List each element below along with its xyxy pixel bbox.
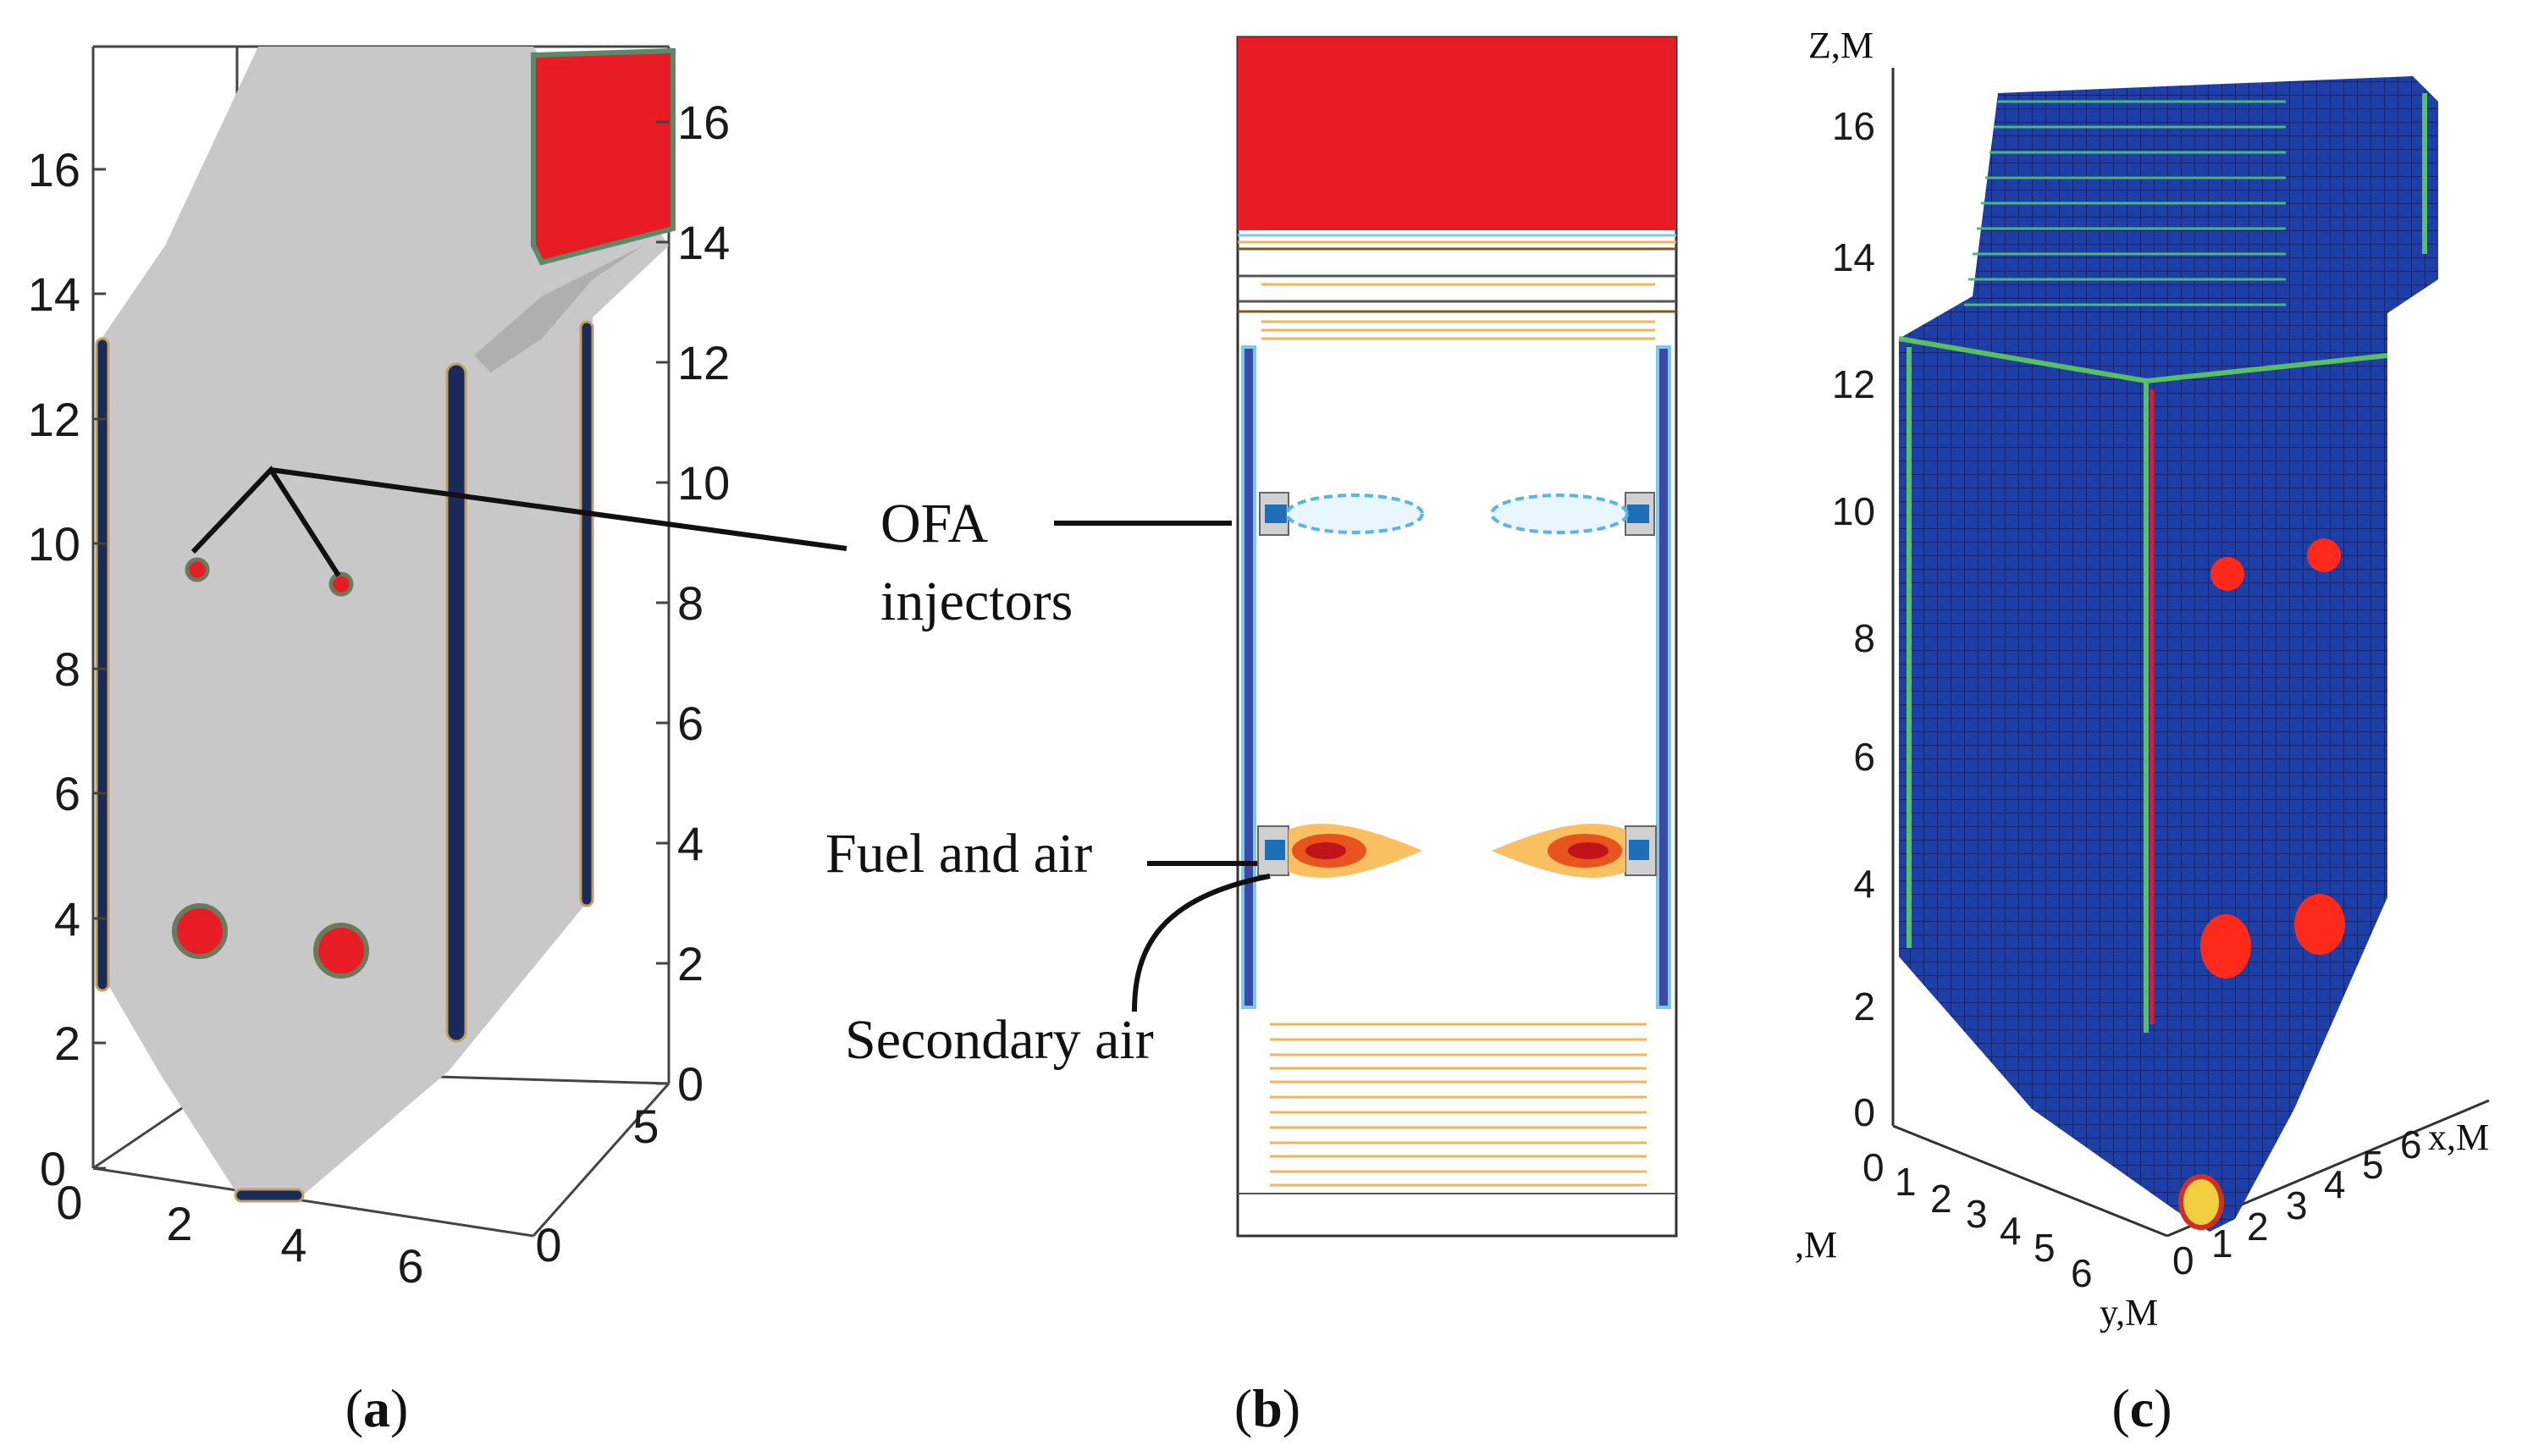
a-ztick-right-10: 10 xyxy=(677,456,730,510)
c-xtick-2: 2 xyxy=(2247,1205,2269,1249)
mesh-edge-streaks xyxy=(1898,93,2427,1033)
nose-shading xyxy=(474,245,643,372)
c-ztick-4: 4 xyxy=(1853,862,1875,906)
a-ztick-left-4: 4 xyxy=(54,892,80,946)
label-injectors: injectors xyxy=(880,571,1073,632)
a-xtick-2: 2 xyxy=(166,1197,192,1250)
panel-a-left-tickmarks xyxy=(93,168,106,1170)
c-ytick-6: 6 xyxy=(2071,1251,2093,1295)
a-ztick-left-6: 6 xyxy=(54,767,80,820)
mesh-burner-port-right xyxy=(2294,894,2345,955)
c-ztick-6: 6 xyxy=(1853,735,1875,779)
mesh-burner-port-left xyxy=(2200,914,2251,979)
panel-c: Z,M x,M y,M ,M 0 2 4 6 8 10 12 14 16 0 1… xyxy=(1795,25,2490,1333)
ofa-jet-left xyxy=(1259,492,1424,536)
a-ztick-left-8: 8 xyxy=(54,643,80,696)
c-ytick-2: 2 xyxy=(1930,1177,1952,1221)
a-ztick-right-8: 8 xyxy=(677,576,704,630)
mesh-furnace-body xyxy=(1899,76,2438,1232)
label-ofa: OFA xyxy=(880,493,988,554)
panel-b-upper-bands xyxy=(1238,234,1676,340)
caption-a-letter: a xyxy=(363,1378,390,1438)
a-ztick-right-16: 16 xyxy=(677,96,730,149)
wall-strip-right xyxy=(579,320,594,907)
a-ztick-right-14: 14 xyxy=(677,216,730,269)
c-y-axis-title: y,M xyxy=(2100,1292,2158,1333)
a-ztick-left-12: 12 xyxy=(28,393,80,446)
a-ztick-right-6: 6 xyxy=(677,697,704,750)
c-xtick-6: 6 xyxy=(2400,1122,2422,1166)
ofa-port-left xyxy=(185,557,210,582)
a-ztick-right-2: 2 xyxy=(677,937,704,990)
c-z-axis-title: Z,M xyxy=(1808,25,1874,66)
caption-c-letter: c xyxy=(2130,1378,2154,1438)
bottom-slot xyxy=(234,1188,305,1203)
panel-b xyxy=(1236,36,1678,1238)
panel-captions: (a) (b) (c) xyxy=(345,1378,2172,1438)
caption-a: (a) xyxy=(345,1378,409,1438)
panel-b-wall-right xyxy=(1656,345,1671,1009)
outlet-face xyxy=(531,47,676,266)
panel-b-wall-left xyxy=(1241,345,1256,1009)
secondary-air-leader xyxy=(1132,874,1271,1012)
c-x-axis-title: x,M xyxy=(2428,1117,2489,1158)
a-xtick-4: 4 xyxy=(280,1218,306,1271)
a-ztick-left-14: 14 xyxy=(28,267,80,321)
burner-port-right xyxy=(313,923,369,979)
c-ztick-16: 16 xyxy=(1832,104,1875,148)
wall-strip-center xyxy=(445,362,467,1043)
panel-b-outlet-red xyxy=(1238,37,1676,230)
c-ztick-10: 10 xyxy=(1832,489,1875,533)
c-ytick-3: 3 xyxy=(1966,1192,1988,1236)
c-xtick-5: 5 xyxy=(2362,1143,2384,1187)
c-xtick-3: 3 xyxy=(2286,1183,2308,1227)
burner-flame-left xyxy=(1257,824,1422,878)
c-ytick-1: 1 xyxy=(1895,1160,1917,1204)
a-ytick-0: 0 xyxy=(535,1218,561,1271)
c-left-axis-title: ,M xyxy=(1795,1224,1837,1266)
c-xtick-0: 0 xyxy=(2172,1238,2194,1282)
burner-port-left xyxy=(172,903,228,959)
c-ytick-4: 4 xyxy=(2000,1209,2022,1253)
a-ztick-left-16: 16 xyxy=(28,143,80,196)
ofa-jet-right xyxy=(1490,492,1655,536)
mesh-ofa-port-right xyxy=(2307,538,2341,572)
mesh-bottom-hotspot xyxy=(2178,1174,2224,1230)
ofa-port-right xyxy=(328,571,354,597)
c-ztick-0: 0 xyxy=(1853,1090,1875,1134)
a-ztick-left-10: 10 xyxy=(28,517,80,571)
c-xtick-4: 4 xyxy=(2324,1162,2346,1206)
c-ztick-8: 8 xyxy=(1853,616,1875,660)
wall-strip-left xyxy=(95,337,110,992)
a-xtick-6: 6 xyxy=(397,1239,423,1293)
a-ztick-right-12: 12 xyxy=(677,336,730,389)
c-ztick-2: 2 xyxy=(1853,984,1875,1029)
label-secondary-air: Secondary air xyxy=(845,1009,1154,1071)
panel-b-frame xyxy=(1236,36,1678,1238)
panel-a: 0 2 4 6 8 10 12 14 16 0 2 4 6 8 10 12 14… xyxy=(28,45,730,1293)
a-ztick-left-0: 0 xyxy=(40,1142,66,1195)
c-ytick-0: 0 xyxy=(1863,1145,1885,1189)
mesh-ofa-port-left xyxy=(2210,557,2244,591)
burner-flame-right xyxy=(1492,824,1657,878)
caption-b-letter: b xyxy=(1252,1378,1283,1438)
mesh-step-lines xyxy=(1964,100,2286,306)
a-ztick-right-0: 0 xyxy=(677,1057,704,1111)
panel-b-lower-bands xyxy=(1270,1023,1647,1187)
caption-b: (b) xyxy=(1234,1378,1300,1438)
c-xtick-1: 1 xyxy=(2211,1222,2233,1266)
ofa-leader-to-label xyxy=(270,467,847,551)
c-ztick-12: 12 xyxy=(1832,362,1875,406)
c-ytick-5: 5 xyxy=(2034,1226,2056,1270)
a-ytick-5: 5 xyxy=(632,1100,659,1153)
a-xtick-0: 0 xyxy=(56,1176,82,1229)
callout-leaders xyxy=(190,466,1271,1012)
label-fuel-and-air: Fuel and air xyxy=(825,823,1092,885)
a-ztick-right-4: 4 xyxy=(677,817,704,870)
c-ztick-14: 14 xyxy=(1832,235,1875,279)
panel-a-right-tickmarks xyxy=(656,120,669,1085)
a-ztick-left-2: 2 xyxy=(54,1017,80,1070)
caption-c: (c) xyxy=(2111,1378,2172,1438)
